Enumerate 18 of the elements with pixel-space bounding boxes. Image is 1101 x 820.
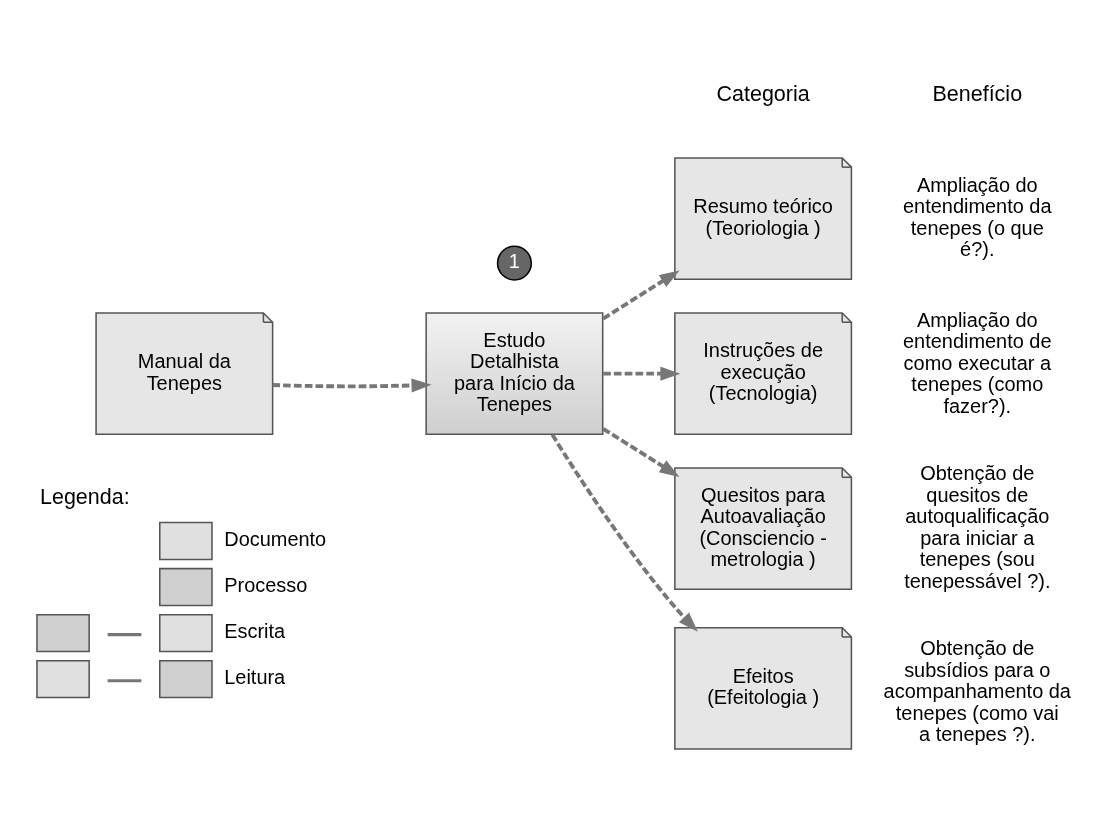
node-circle: 1 (496, 244, 533, 281)
arrow (272, 378, 432, 392)
legend-label: Processo (224, 573, 308, 596)
label: Benefício (932, 81, 1023, 106)
node-label: Obtenção de quesitos de autoqualificação para iniciar a tenepes (sou tenepessável ?). (904, 461, 1051, 592)
label: Legenda: (40, 484, 130, 509)
label: Categoria (716, 81, 810, 106)
legend-label: Leitura (224, 665, 286, 688)
node-box: Estudo Detalhista para Início da Tenepes (425, 311, 604, 435)
legend-label: Documento (224, 527, 327, 550)
arrow (602, 426, 680, 477)
arrow (602, 269, 680, 320)
arrow (550, 433, 698, 632)
legend-label: Escrita (224, 619, 286, 642)
node-label: Ampliação do entendimento da tenepes (o que é?). (903, 173, 1052, 260)
arrow (603, 366, 681, 381)
node-label: Obtenção de subsídios para o acompanhamento da tenepes (como vai a tenepes ?). (883, 636, 1071, 745)
node-label: Ampliação do entendimento de como executar a tenepes (como fazer?). (903, 308, 1052, 417)
